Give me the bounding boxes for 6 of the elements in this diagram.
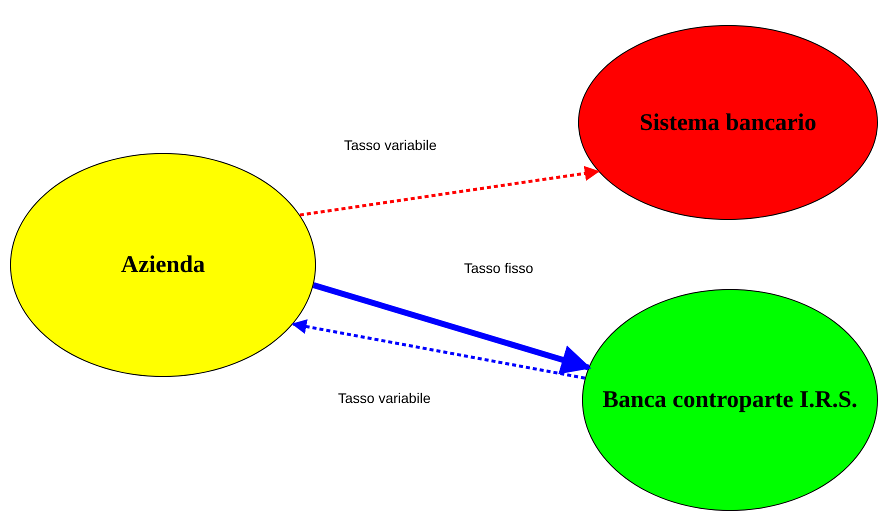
arrow: [292, 319, 586, 380]
arrow: [300, 166, 600, 216]
node-label: Azienda: [121, 251, 205, 280]
arrow: [312, 282, 592, 374]
node-label: Banca controparte I.R.S.: [602, 386, 858, 415]
node-label: Sistema bancario: [640, 108, 816, 138]
